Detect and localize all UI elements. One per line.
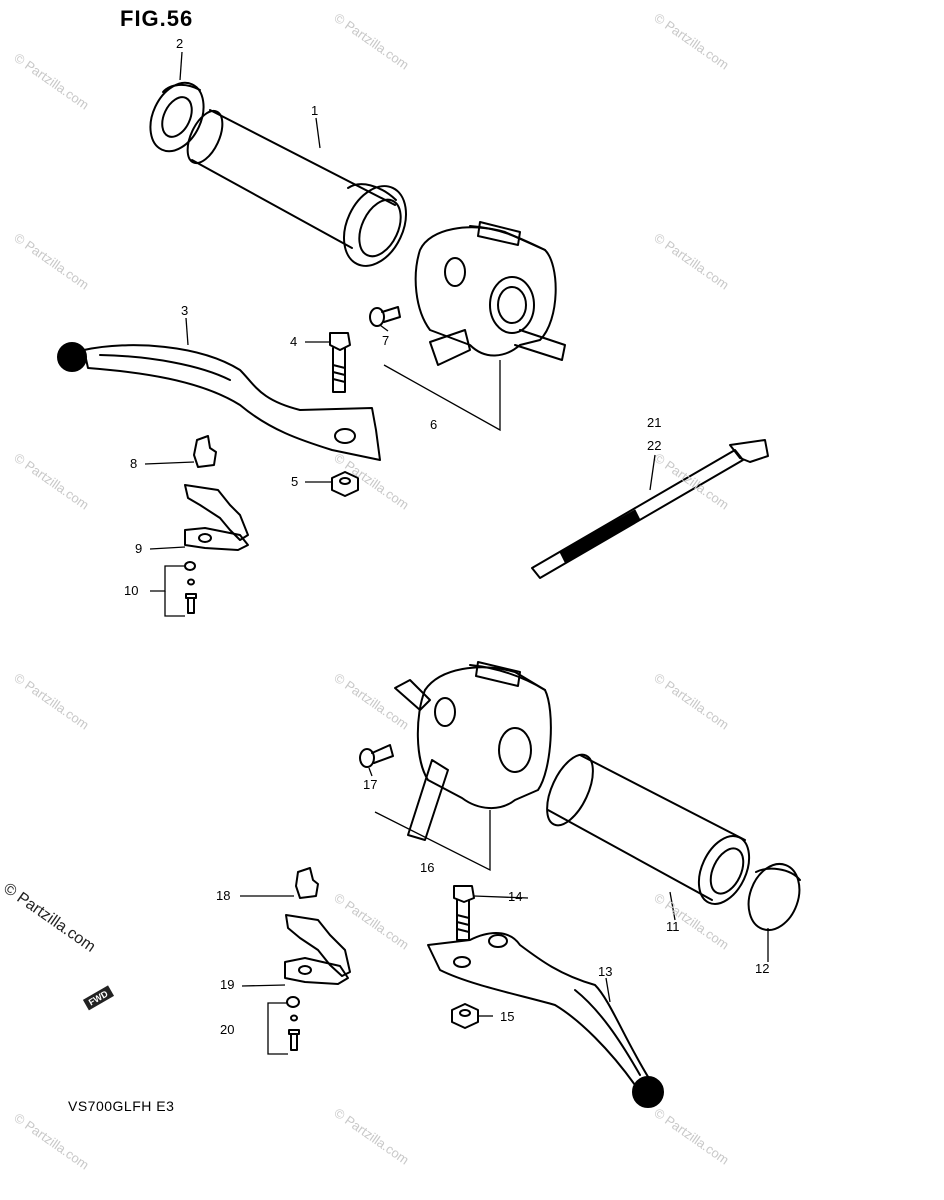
callout-4: 4 [290,334,298,349]
lever-switch-lower [296,868,318,898]
callout-10: 10 [124,583,139,598]
leader-lines [145,52,768,1054]
model-code: VS700GLFH E3 [68,1098,175,1114]
callout-17: 17 [363,777,378,792]
callout-5: 5 [291,474,299,489]
pivot-bolt-lower [454,886,474,940]
grip-end-cap-upper [140,74,214,160]
screw-lower [360,745,393,767]
callout-9: 9 [135,541,143,556]
callout-21: 21 [647,415,662,430]
callout-7: 7 [382,333,390,348]
callout-16: 16 [420,860,435,875]
callout-6: 6 [430,417,438,432]
callout-22: 22 [647,438,662,453]
handle-grip-upper [180,106,418,276]
screw-upper [370,307,400,326]
callout-2: 2 [176,36,184,51]
callout-3: 3 [181,303,189,318]
nut-upper [332,472,358,496]
pivot-bolt-upper [330,333,350,392]
nut-lower [452,1004,478,1028]
callout-11: 11 [666,919,680,934]
screw-set-upper [185,562,196,613]
brake-lever-lower [428,933,663,1107]
switch-housing-upper [416,222,565,365]
clutch-lever-upper [58,343,380,460]
figure-title: FIG.56 [120,6,194,31]
callout-8: 8 [130,456,138,471]
callout-12: 12 [755,961,770,976]
grip-end-cap-lower [740,857,808,937]
callout-15: 15 [500,1009,515,1024]
screw-set-lower [287,997,299,1050]
switch-plate-upper [185,485,248,550]
cable-tie [532,440,768,578]
callout-20: 20 [220,1022,235,1037]
callout-18: 18 [216,888,231,903]
switch-housing-lower [395,662,551,840]
callout-14: 14 [508,889,523,904]
switch-plate-lower [285,915,350,984]
callout-19: 19 [220,977,235,992]
handle-grip-lower [538,748,760,912]
lever-switch-upper [194,436,216,467]
callout-1: 1 [311,103,319,118]
callout-13: 13 [598,964,613,979]
